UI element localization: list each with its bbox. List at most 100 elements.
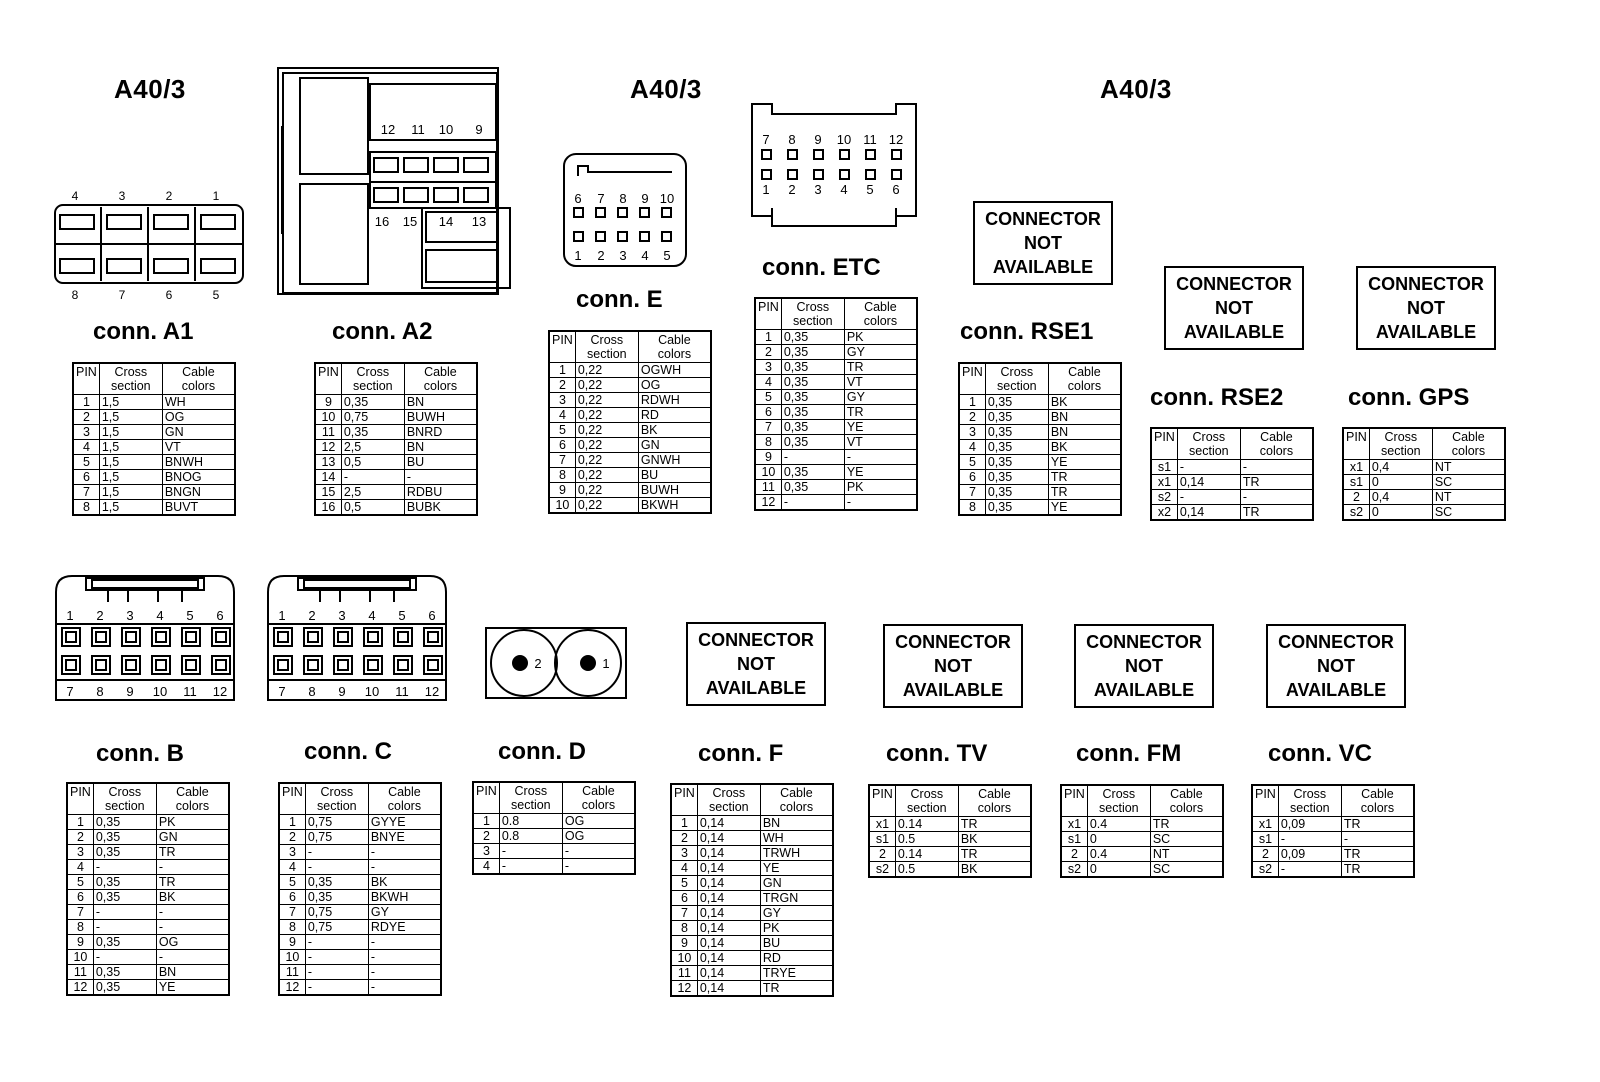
cross-section-cell: - [304, 979, 369, 996]
table-row: 8-- [66, 919, 230, 935]
cable-color-cell: TR [1047, 484, 1122, 500]
cable-color-cell: BU [637, 467, 712, 483]
cross-section-cell: 0,14 [696, 980, 761, 997]
pin-cell: 3 [670, 845, 698, 861]
cable-color-cell: BK [957, 831, 1032, 847]
table-header-pin: PIN [278, 782, 306, 815]
table-header-pin: PIN [670, 783, 698, 816]
cross-section-cell: 0,4 [1368, 489, 1433, 505]
cable-color-cell: OG [561, 813, 636, 829]
pin-cell: 1 [278, 814, 306, 830]
cable-color-cell: PK [759, 920, 834, 936]
cross-section-cell: 0,35 [780, 404, 845, 420]
cross-section-cell: 0,09 [1277, 846, 1342, 862]
connector-a1-title: conn. A1 [93, 318, 194, 345]
pin-cell: x2 [1150, 504, 1178, 521]
pin-cell: 4 [472, 858, 500, 875]
cable-color-cell: - [367, 949, 442, 965]
cable-color-cell: TR [843, 404, 918, 420]
pin-cell: 9 [754, 449, 782, 465]
pin-label: 9 [126, 684, 133, 699]
cable-color-cell: NT [1431, 459, 1506, 475]
connector-f-title: conn. F [698, 740, 784, 767]
cable-color-cell: BK [155, 889, 230, 905]
table-header-cross-section: Cross section [340, 362, 405, 395]
cross-section-cell: 0,22 [574, 377, 639, 393]
cable-color-cell: BN [403, 439, 478, 455]
cross-section-cell: - [1176, 489, 1241, 505]
table-header-pin: PIN [868, 784, 896, 817]
cable-color-cell: GN [637, 437, 712, 453]
pin-cell: 2 [958, 409, 986, 425]
pin-label: 12 [381, 122, 395, 137]
pin-cell: 11 [754, 479, 782, 495]
cross-section-cell: 0,35 [780, 344, 845, 360]
pin-label: 8 [308, 684, 315, 699]
cable-color-cell: GY [367, 904, 442, 920]
connector-d-title: conn. D [498, 738, 586, 765]
pin-cell: 4 [548, 407, 576, 423]
cable-color-cell: TR [1340, 816, 1415, 832]
cross-section-cell: 0,22 [574, 422, 639, 438]
pin-label: 1 [602, 656, 609, 671]
pin-cell: 15 [314, 484, 342, 500]
pin-label: 6 [428, 608, 435, 623]
table-header-cross-section: Cross section [696, 783, 761, 816]
cross-section-cell: 0.4 [1086, 846, 1151, 862]
pin-cell: 2 [66, 829, 94, 845]
pin-cell: 12 [278, 979, 306, 996]
cable-color-cell: WH [759, 830, 834, 846]
cable-color-cell: TR [1149, 816, 1224, 832]
pin-cell: 2 [472, 828, 500, 844]
table-header-pin: PIN [754, 297, 782, 330]
cable-color-cell: PK [155, 814, 230, 830]
cross-section-cell: - [304, 934, 369, 950]
cross-section-cell: 0,14 [1176, 474, 1241, 490]
cable-color-cell: - [843, 449, 918, 465]
cable-color-cell: BNOG [161, 469, 236, 485]
pin-label: 13 [472, 214, 486, 229]
pin-label: 1 [278, 608, 285, 623]
table-row: s2-- [1150, 489, 1314, 505]
heading-middle: A40/3 [630, 74, 702, 104]
cable-color-cell: BKWH [637, 497, 712, 514]
pin-label: 7 [66, 684, 73, 699]
cross-section-cell: 0,35 [984, 439, 1049, 455]
cross-section-cell: 2,5 [340, 484, 405, 500]
table-row: s1-- [1251, 831, 1415, 847]
table-header-cable-colors: Cable colors [155, 782, 230, 815]
table-row: 4-- [472, 858, 636, 875]
cable-color-cell: YE [843, 464, 918, 480]
table-row: s2-TR [1251, 861, 1415, 878]
cross-section-cell: 0 [1086, 861, 1151, 878]
cable-color-cell: TR [957, 816, 1032, 832]
table-header-cross-section: Cross section [894, 784, 959, 817]
pin-cell: 1 [670, 815, 698, 831]
pin-label: 7 [597, 191, 604, 206]
pin-cell: s1 [1251, 831, 1279, 847]
cable-color-cell: OG [561, 828, 636, 844]
pin-cell: 3 [66, 844, 94, 860]
